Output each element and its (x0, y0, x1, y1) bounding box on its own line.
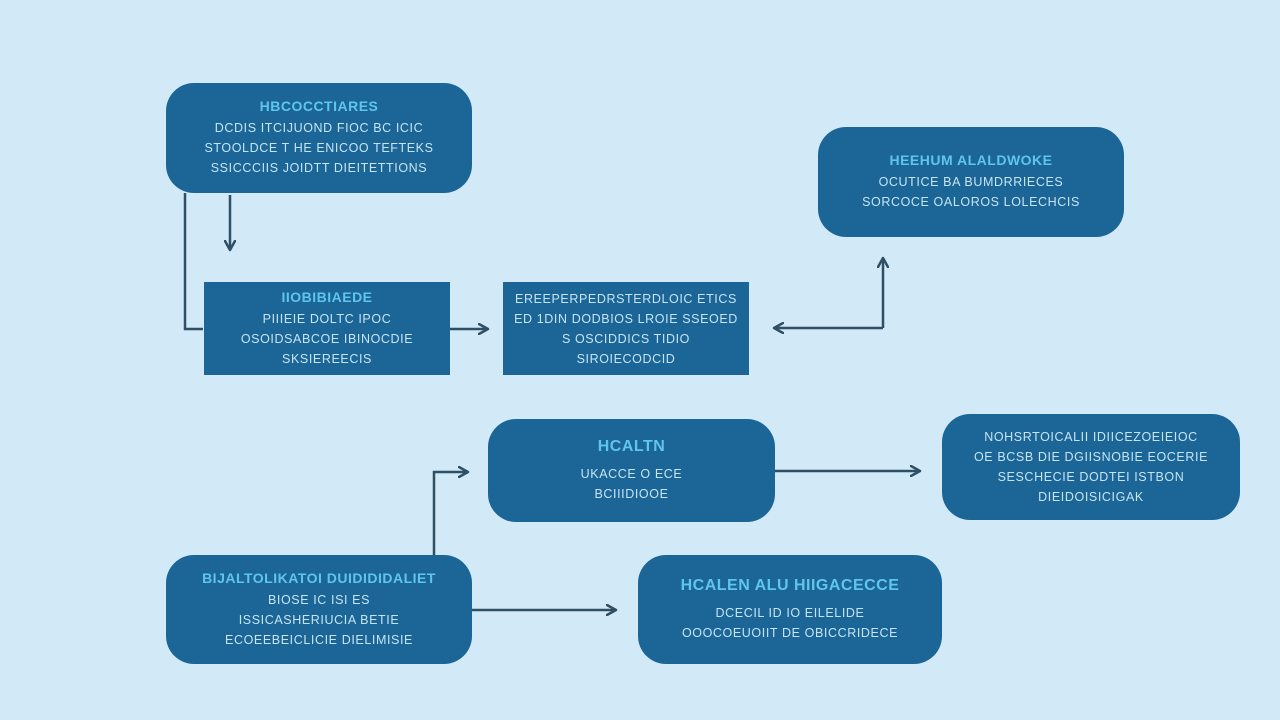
node-top-left: HBCOCCTIARES DCDIS ITCIJUOND FIOC BC ICI… (166, 83, 472, 193)
node-text: OE BCSB DIE DGIISNOBIE EOCERIE (973, 450, 1209, 464)
node-text: BCIIIDIOOE (594, 486, 669, 501)
node-text: SORCOCE OALOROS LOLECHCIS (862, 195, 1080, 209)
node-text: OCUTICE BA BUMDRRIECES (878, 175, 1064, 189)
node-text: SIROIECODCID (576, 351, 676, 366)
node-text: DCDIS ITCIJUOND FIOC BC ICIC (214, 121, 424, 135)
node-text: OOOCOEUOIIT DE OBICCRIDECE (681, 625, 899, 640)
node-center: HCALTN UKACCE O ECE BCIIIDIOOE (488, 419, 775, 522)
node-text: ISSICASHERIUCIA BETIE (238, 612, 400, 627)
node-center-right: NOHSRTOICALII IDIICEZOEIEIOC OE BCSB DIE… (942, 414, 1240, 520)
node-text: SSICCCIIS JOIDTT DIEITETTIONS (210, 161, 428, 175)
node-bottom-center: HCALEN ALU HIIGACECCE DCECIL ID IO EILEL… (638, 555, 942, 664)
node-text: ED 1DIN DODBIOS LROIE SSEOED (514, 311, 738, 326)
node-text: EREEPERPEDRSTERDLOIC ETICS (515, 291, 737, 306)
node-bottom-left: BIJALTOLIKATOI DUIDIDIDALIET BIOSE IC IS… (166, 555, 472, 664)
node-title: BIJALTOLIKATOI DUIDIDIDALIET (202, 569, 436, 586)
node-text: OSOIDSABCOE IBINOCDIE (240, 331, 414, 346)
node-title: HEEHUM ALALDWOKE (889, 152, 1053, 168)
node-text: DCECIL ID IO EILELIDE (715, 605, 865, 620)
node-text: S OSCIDDICS TIDIO (561, 331, 691, 346)
node-text: STOOLDCE T HE ENICOO TEFTEKS (204, 141, 434, 155)
node-text: NOHSRTOICALII IDIICEZOEIEIOC (984, 430, 1198, 444)
connector-n7-to-n5 (432, 472, 468, 555)
node-text: DIEIDOISICIGAK (1038, 490, 1144, 504)
node-text: UKACCE O ECE (580, 466, 683, 481)
node-title: HCALEN ALU HIIGACECCE (680, 576, 900, 594)
node-text: SESCHECIE DODTEI ISTBON (997, 470, 1185, 484)
node-text: PIIIEIE DOLTC IPOC (262, 311, 392, 326)
node-text: ECOEEBEICLICIE DIELIMISIE (225, 632, 413, 647)
node-title: HBCOCCTIARES (259, 98, 379, 114)
node-text: BIOSE IC ISI ES (267, 592, 371, 607)
node-title: IIOBIBIAEDE (281, 288, 373, 305)
node-title: HCALTN (597, 437, 666, 455)
node-text: SKSIEREECIS (282, 351, 372, 366)
node-middle-left: IIOBIBIAEDE PIIIEIE DOLTC IPOC OSOIDSABC… (204, 282, 450, 375)
node-top-right: HEEHUM ALALDWOKE OCUTICE BA BUMDRRIECES … (818, 127, 1124, 237)
node-middle-center: EREEPERPEDRSTERDLOIC ETICS ED 1DIN DODBI… (503, 282, 749, 375)
